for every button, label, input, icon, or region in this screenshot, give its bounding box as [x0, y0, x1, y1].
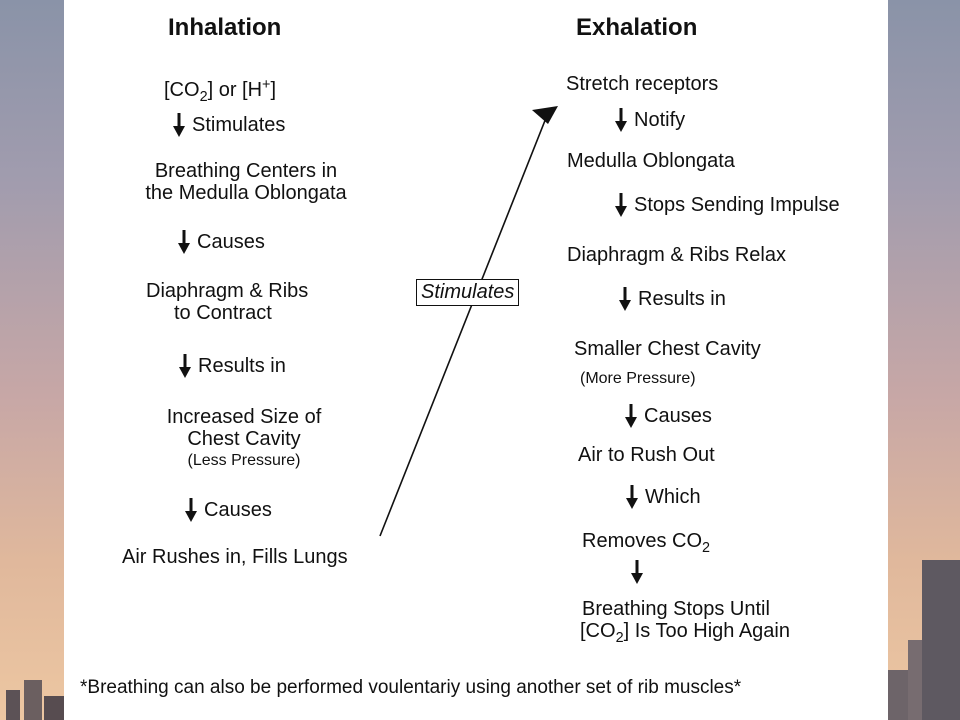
- exhale-final-arrow: [630, 560, 644, 584]
- breathing-stops-node: Breathing Stops Until [CO2] Is Too High …: [580, 598, 790, 647]
- exhale-step-causes: Causes: [624, 404, 712, 428]
- removes-co2-node: Removes CO2: [582, 530, 711, 557]
- inhale-step-causes-2: Causes: [184, 498, 272, 522]
- down-arrow-icon: [625, 404, 637, 428]
- down-arrow-icon: [179, 354, 191, 378]
- down-arrow-icon: [619, 287, 631, 311]
- down-arrow-icon: [185, 498, 197, 522]
- air-rushes-in-node: Air Rushes in, Fills Lungs: [122, 546, 348, 568]
- skyline-left: [6, 680, 64, 720]
- inhale-step-causes: Causes: [177, 230, 265, 254]
- stretch-receptors-node: Stretch receptors: [566, 73, 719, 95]
- more-pressure-note: (More Pressure): [580, 370, 696, 387]
- diagram-panel: Inhalation Exhalation [CO2] or [H+] Stim…: [64, 0, 888, 720]
- diaphragm-relax-node: Diaphragm & Ribs Relax: [567, 244, 786, 266]
- diaphragm-contract-node: Diaphragm & Ribs to Contract: [146, 280, 309, 324]
- down-arrow-icon: [615, 108, 627, 132]
- medulla-node: Medulla Oblongata: [567, 150, 735, 172]
- exhale-step-notify: Notify: [614, 108, 685, 132]
- exhale-step-results: Results in: [618, 287, 726, 311]
- exhalation-title: Exhalation: [576, 14, 698, 41]
- breathing-centers-node: Breathing Centers in the Medulla Oblonga…: [145, 160, 347, 204]
- trigger-text: [CO2] or [H+]: [164, 77, 276, 106]
- inhale-step-stimulates: Stimulates: [172, 113, 285, 137]
- air-rush-out-node: Air to Rush Out: [578, 444, 715, 466]
- smaller-chest-node: Smaller Chest Cavity: [574, 338, 761, 360]
- arrowhead-icon: [532, 106, 558, 124]
- down-arrow-icon: [178, 230, 190, 254]
- footnote: *Breathing can also be performed voulent…: [80, 677, 742, 698]
- down-arrow-icon: [626, 485, 638, 509]
- exhale-step-which: Which: [625, 485, 701, 509]
- inhalation-title: Inhalation: [168, 14, 282, 41]
- stimulates-connector-label: Stimulates: [416, 279, 520, 306]
- inhale-step-results: Results in: [178, 354, 286, 378]
- down-arrow-icon: [173, 113, 185, 137]
- exhale-step-stops: Stops Sending Impulse: [614, 193, 840, 217]
- skyline-right: [888, 560, 960, 720]
- down-arrow-icon: [615, 193, 627, 217]
- increased-size-node: Increased Size of Chest Cavity (Less Pre…: [166, 406, 322, 469]
- down-arrow-icon: [631, 560, 643, 584]
